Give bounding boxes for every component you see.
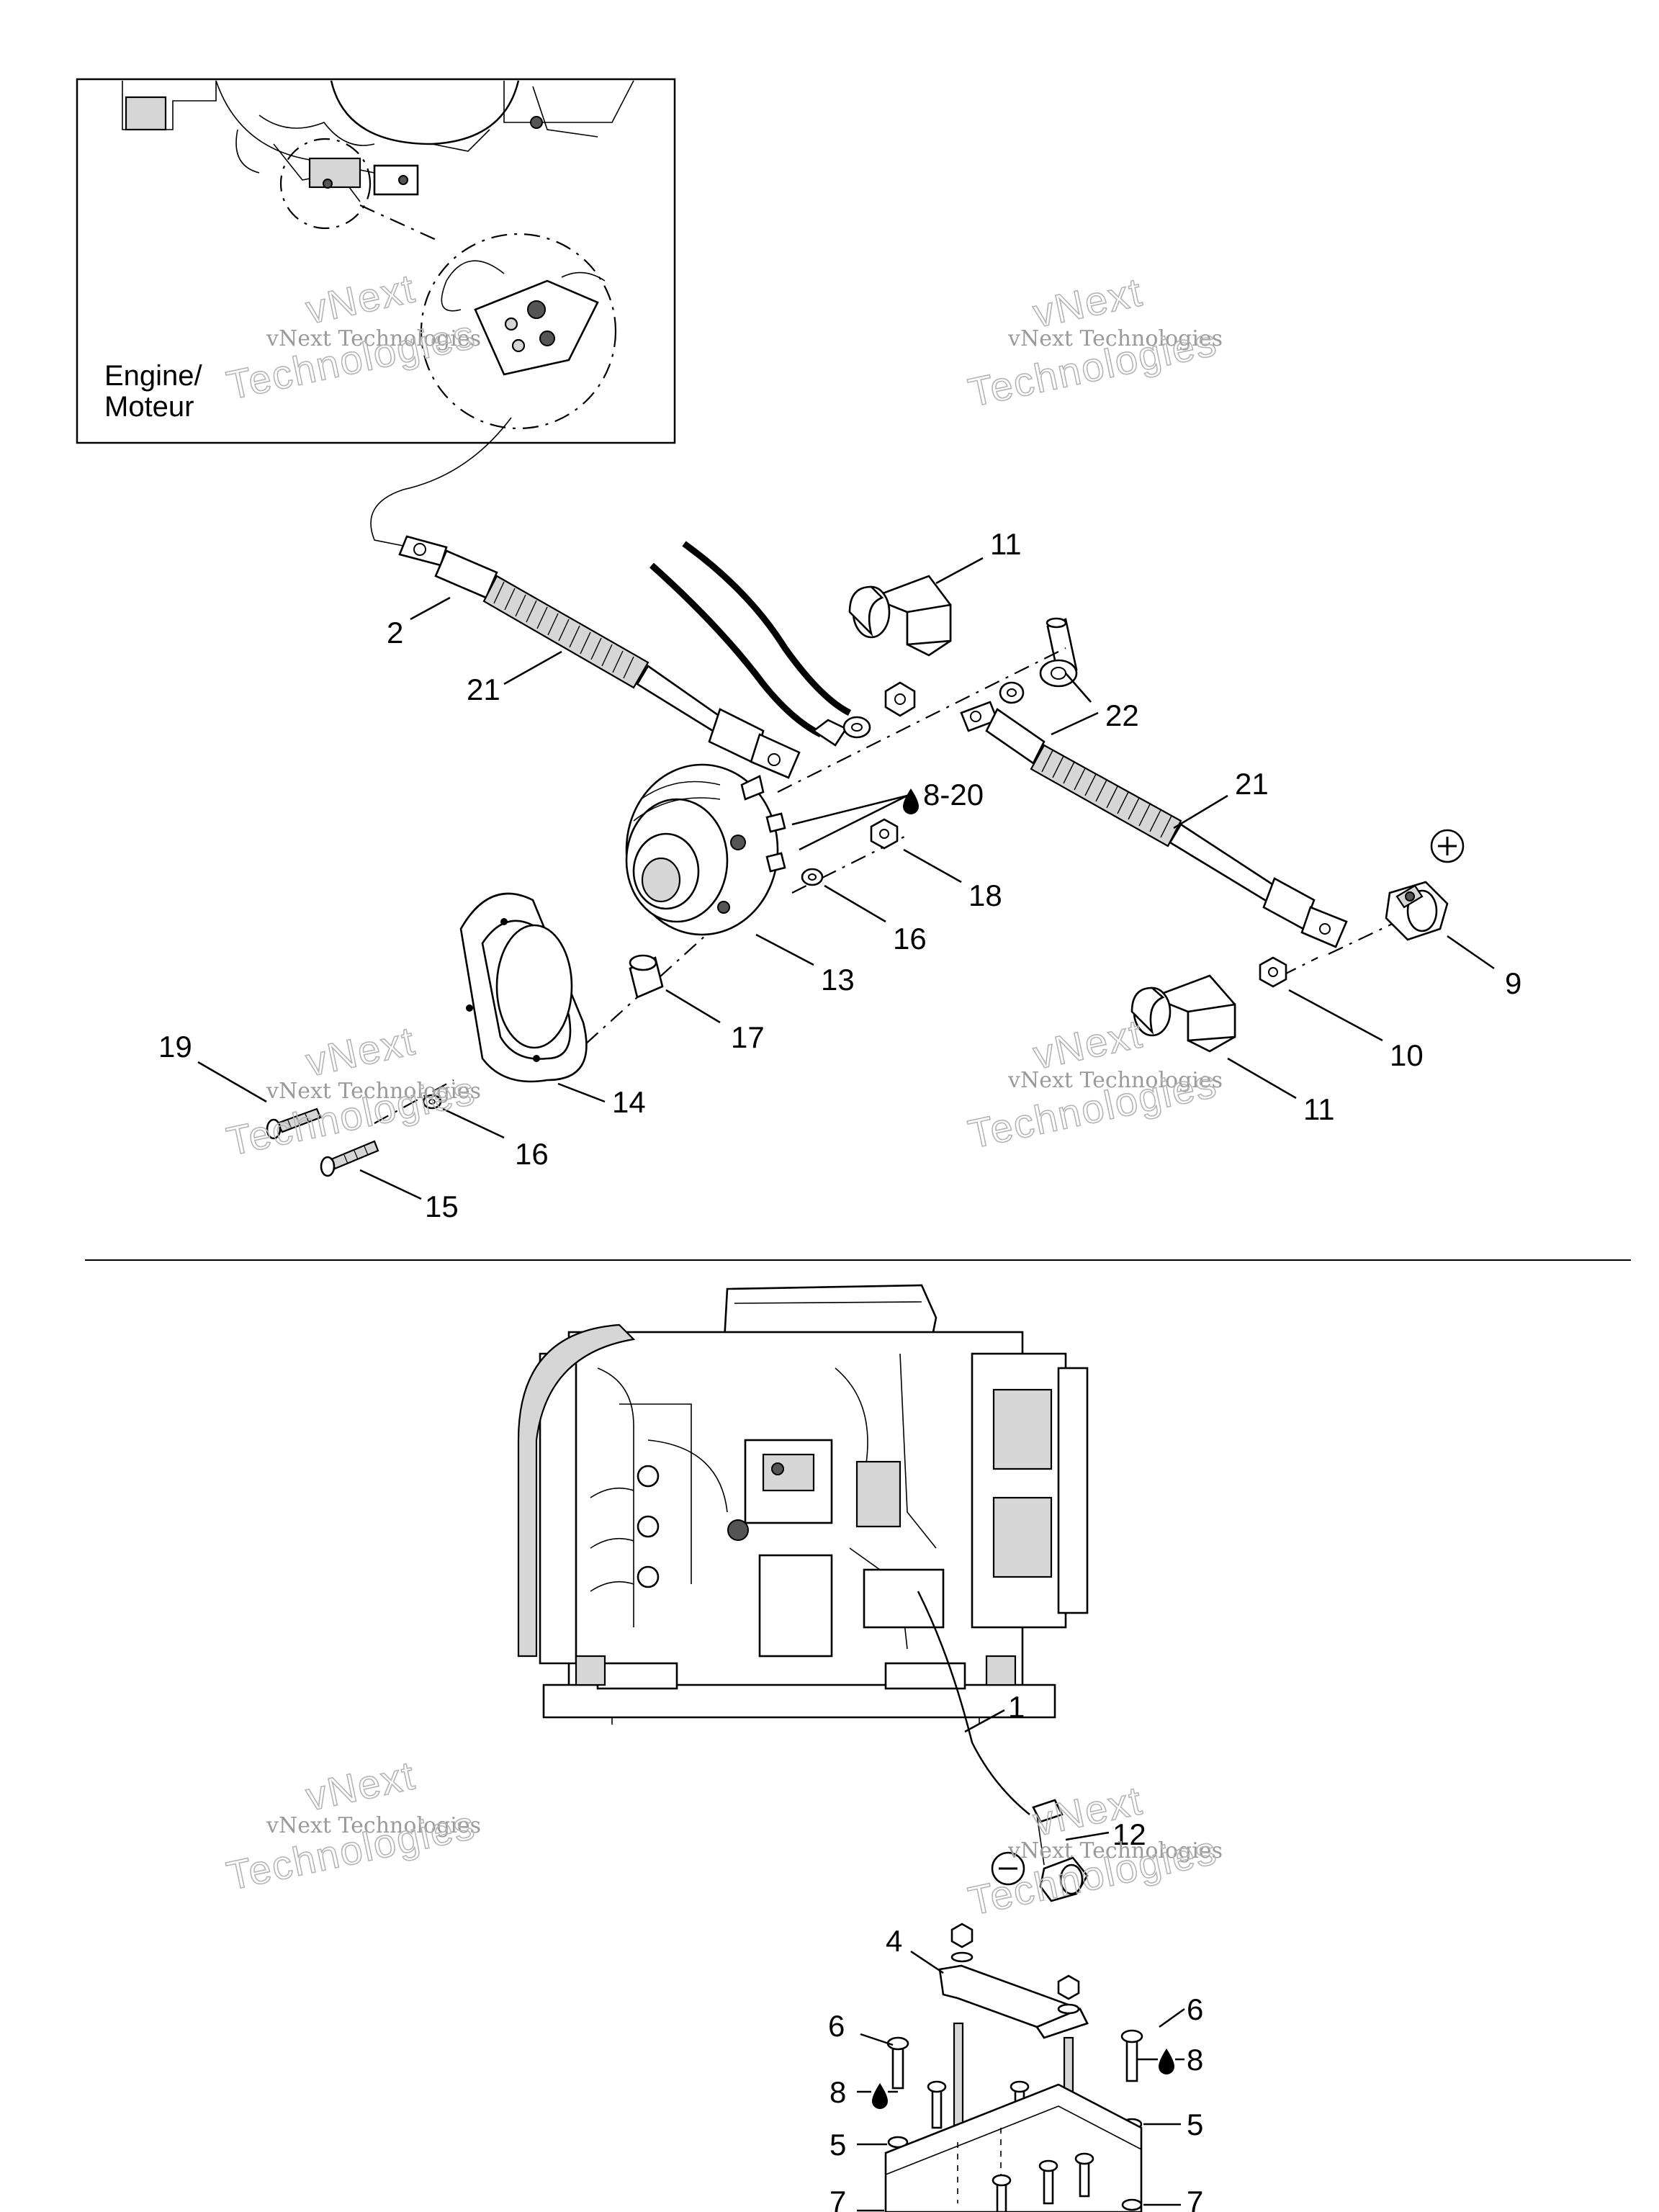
negative-terminal-icon (991, 1851, 1025, 1886)
terminal-cover-top (848, 575, 952, 657)
battery-tray-assembly (884, 1923, 1143, 2212)
callout-2: 2 (387, 616, 403, 649)
terminal-stud (1039, 617, 1078, 688)
watermark-big-top: vNext (302, 1752, 419, 1819)
callout-16-bottom: 16 (515, 1137, 549, 1171)
inset-terminal-detail (441, 260, 606, 376)
callout-21-right: 21 (1235, 767, 1269, 801)
engine-inset: Engine/ Moteur vNext Technologies vNext … (76, 78, 676, 444)
terminal-cover-bottom (1130, 974, 1236, 1053)
callout-22: 22 (1105, 698, 1139, 732)
callout-16-top: 16 (893, 922, 927, 956)
callout-8-right: 8 (1187, 2043, 1203, 2077)
engine-assembly (517, 1284, 1089, 1725)
callout-14: 14 (612, 1085, 646, 1119)
ground-cable-1 (917, 1591, 1030, 1815)
callout-19: 19 (158, 1030, 192, 1064)
starter-solenoid (625, 763, 786, 936)
callout-7-right: 7 (1187, 2185, 1203, 2212)
spacer (629, 954, 664, 999)
battery-clamp (1385, 881, 1449, 941)
callouts-bottom: 4 6 6 8 8 5 5 7 7 (828, 1924, 1203, 2212)
callout-12: 12 (1112, 1817, 1146, 1851)
oil-drop-icon (872, 2083, 888, 2109)
watermark-small: vNext Technologies (1007, 326, 1223, 351)
callout-18: 18 (968, 878, 1002, 912)
callout-4: 4 (886, 1924, 902, 1958)
inset-label-engine: Engine/ (104, 360, 203, 392)
callout-7-left: 7 (830, 2185, 846, 2212)
callout-17: 17 (731, 1020, 765, 1054)
watermark-small: vNext Technologies (1007, 1838, 1223, 1863)
callout-6-left: 6 (828, 2009, 845, 2043)
screw-19 (266, 1107, 322, 1140)
callout-10: 10 (1390, 1038, 1424, 1072)
oil-drop-icon (1159, 2049, 1174, 2074)
ground-cable (370, 417, 512, 548)
callout-13: 13 (821, 963, 855, 997)
screw-15 (320, 1140, 379, 1177)
callout-11-top: 11 (990, 527, 1022, 561)
ground-strap-left (398, 535, 801, 779)
callout-1: 1 (1008, 1690, 1025, 1724)
ground-strap-right (960, 701, 1348, 948)
inset-engine-sketch (122, 80, 634, 202)
callout-6-right: 6 (1187, 1992, 1203, 2026)
callout-9: 9 (1505, 966, 1521, 1000)
watermark-small: vNext Technologies (266, 326, 481, 351)
positive-terminal-icon (1430, 829, 1465, 863)
callout-21-left: 21 (467, 673, 500, 706)
callout-5-left: 5 (830, 2128, 846, 2162)
callouts-top: 2 21 11 22 21 18 16 13 17 9 10 11 19 14 … (158, 527, 1521, 1223)
mounting-plate (459, 892, 588, 1083)
oil-drop-icon (903, 788, 919, 814)
callout-8-20: 8-20 (923, 778, 984, 811)
watermark-big-top: vNext (302, 1017, 419, 1084)
watermark-small: vNext Technologies (266, 1079, 481, 1104)
callout-11-bottom: 11 (1303, 1092, 1335, 1126)
negative-battery-clamp (1032, 1799, 1089, 1902)
watermark-small: vNext Technologies (1007, 1068, 1223, 1093)
callout-15: 15 (425, 1190, 459, 1223)
watermark-small: vNext Technologies (266, 1813, 481, 1838)
inset-label-moteur: Moteur (104, 391, 194, 423)
callout-8-left: 8 (830, 2075, 846, 2109)
callout-5-right: 5 (1187, 2108, 1203, 2141)
battery-wires (649, 541, 871, 747)
